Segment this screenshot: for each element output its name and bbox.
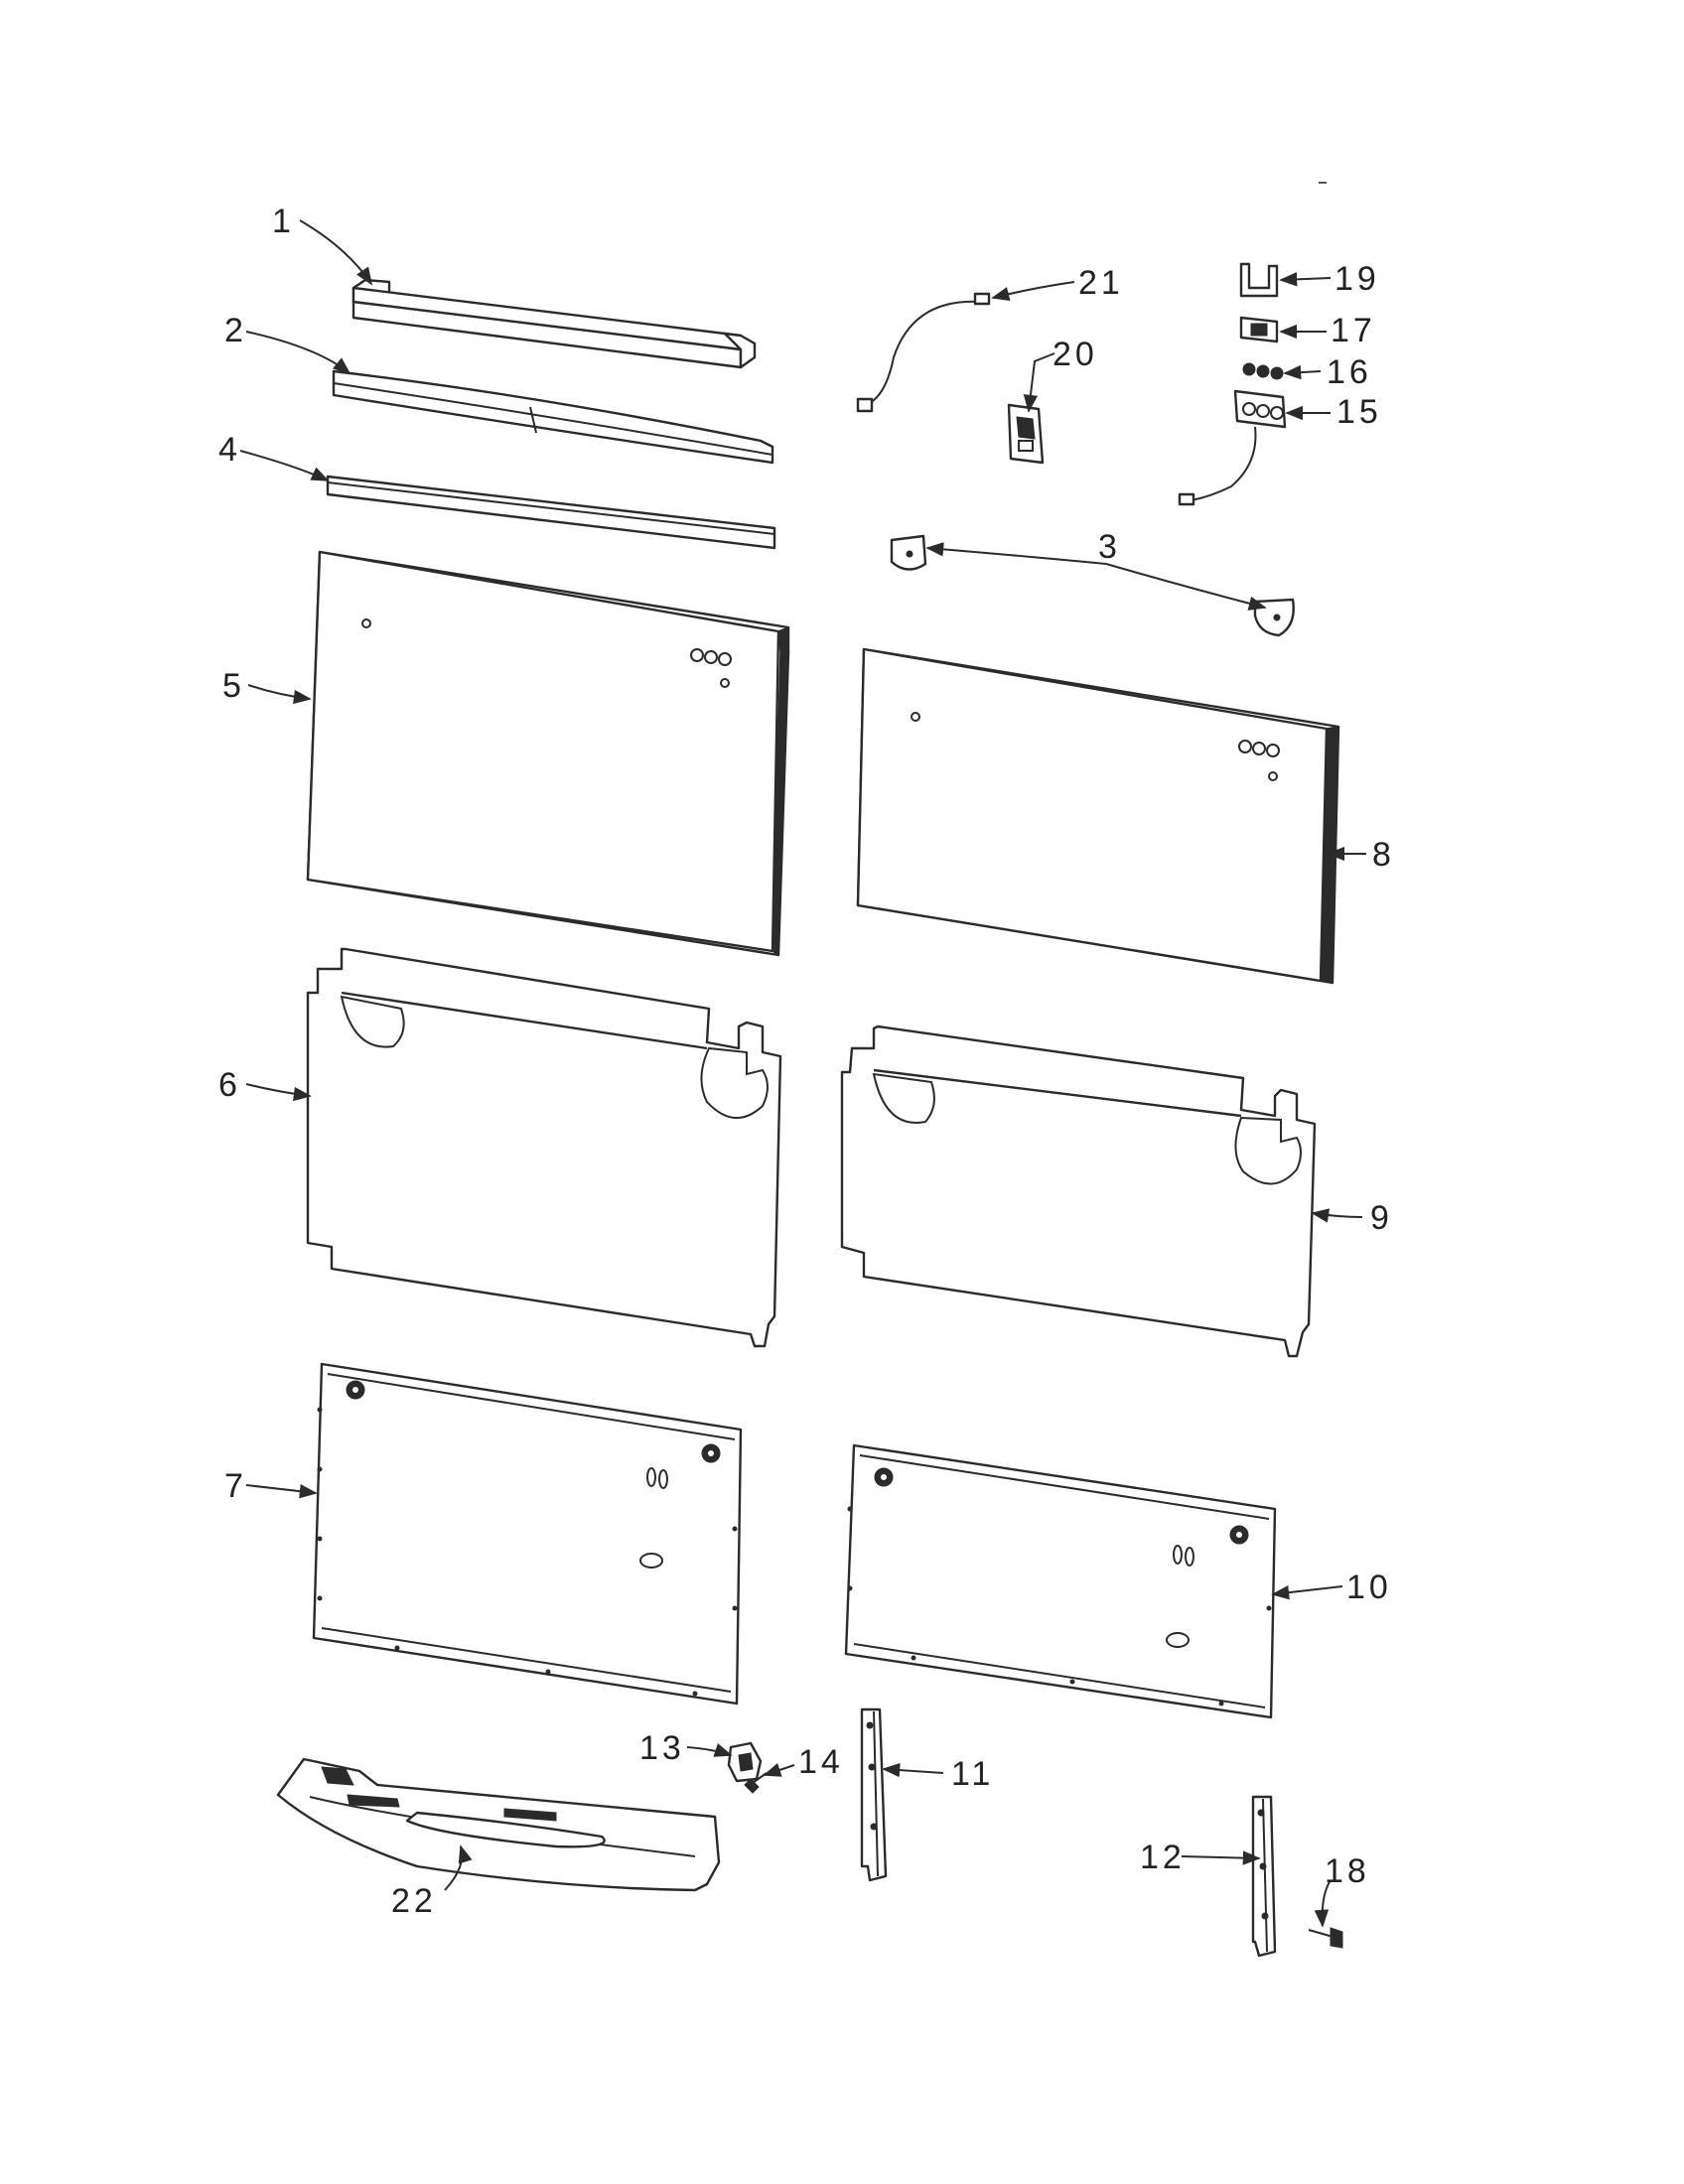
part-19-clip xyxy=(1239,262,1279,298)
callout-6: 6 xyxy=(218,1066,241,1104)
part-17-control-board xyxy=(1239,316,1279,343)
leader-lines xyxy=(239,219,1366,1928)
callout-20: 20 xyxy=(1052,336,1098,373)
part-10-right-inner-liner xyxy=(844,1443,1277,1719)
part-1-handle-bar xyxy=(351,278,757,369)
part-18-pin xyxy=(1308,1927,1343,1949)
part-7-left-inner-liner xyxy=(312,1362,743,1706)
callout-17: 17 xyxy=(1331,312,1376,349)
callout-19: 19 xyxy=(1334,260,1380,298)
callout-4: 4 xyxy=(218,431,241,469)
part-4-trim-strip xyxy=(326,475,776,550)
callout-12: 12 xyxy=(1140,1839,1186,1876)
callout-14: 14 xyxy=(798,1743,844,1781)
callout-2: 2 xyxy=(224,312,247,349)
callout-16: 16 xyxy=(1327,353,1372,391)
part-16-buttons xyxy=(1242,362,1284,380)
callout-13: 13 xyxy=(639,1729,685,1767)
callout-18: 18 xyxy=(1325,1852,1370,1890)
part-13-block xyxy=(727,1741,763,1783)
callout-1: 1 xyxy=(272,203,295,240)
part-15-control-housing xyxy=(1178,389,1287,506)
part-6-left-insulation-panel xyxy=(306,947,782,1348)
callout-22: 22 xyxy=(391,1882,437,1920)
callout-10: 10 xyxy=(1346,1569,1392,1606)
part-20-switch-bracket xyxy=(1007,403,1045,465)
callout-9: 9 xyxy=(1370,1199,1393,1237)
part-11-hinge-bracket xyxy=(860,1707,888,1882)
callout-7: 7 xyxy=(224,1467,247,1505)
part-12-hinge-bracket xyxy=(1251,1795,1277,1958)
part-9-right-insulation-panel xyxy=(840,1024,1317,1358)
callout-15: 15 xyxy=(1336,393,1382,431)
callout-8: 8 xyxy=(1372,836,1395,874)
callout-3: 3 xyxy=(1098,528,1121,566)
part-22-door-handle xyxy=(276,1757,721,1892)
callout-5: 5 xyxy=(222,667,245,705)
part-21-wire-harness xyxy=(856,292,991,413)
callout-21: 21 xyxy=(1078,264,1124,302)
part-5-left-door-panel xyxy=(306,550,790,957)
callout-labels: 1 2 3 4 5 6 7 8 9 10 11 12 13 14 15 16 1… xyxy=(218,203,1395,1920)
callout-11: 11 xyxy=(951,1755,994,1793)
part-2-curved-trim xyxy=(332,369,774,465)
part-8-right-door-panel xyxy=(856,647,1340,985)
